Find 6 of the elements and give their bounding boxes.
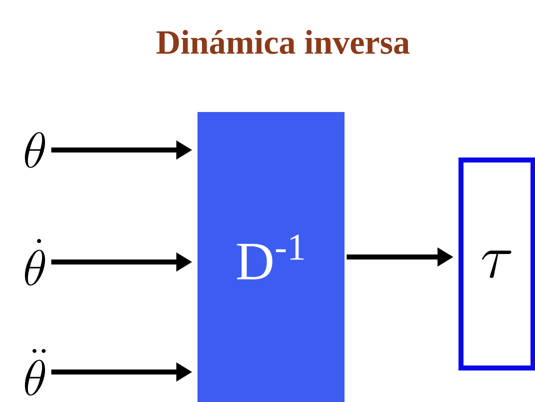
variable-label: $\dot{\theta}$: [24, 238, 46, 286]
output-box: $\tau$: [458, 158, 535, 370]
title: Dinámica inversa: [156, 30, 410, 54]
block-box: D$^{-1}$: [198, 112, 344, 402]
variable-label: $\ddot{\theta}$: [24, 348, 46, 396]
variable-label: $\theta$: [24, 132, 46, 168]
